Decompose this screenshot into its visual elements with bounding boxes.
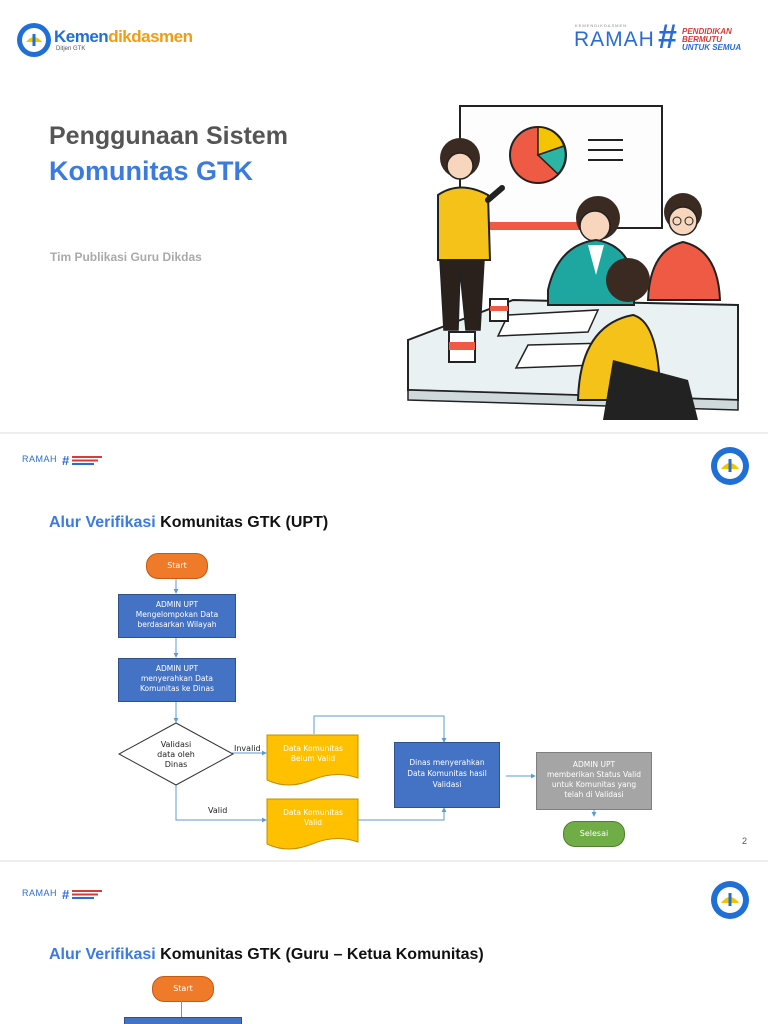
process-label: menyerahkan Data: [119, 674, 235, 684]
process-node-status-valid: ADMIN UPT memberikan Status Valid untuk …: [536, 752, 652, 810]
process-label: ADMIN UPT: [119, 600, 235, 610]
ramah-logo-small: RAMAH: [22, 454, 57, 464]
valid-edge-label: Valid: [208, 806, 227, 815]
process-label: Komunitas ke Dinas: [119, 684, 235, 694]
pendidikan-logo-small-icon: #: [62, 887, 104, 899]
ramah-logo-small: RAMAH: [22, 888, 57, 898]
svg-text:#: #: [62, 888, 70, 900]
meeting-illustration-icon: [398, 100, 748, 425]
process-label: Validasi: [395, 779, 499, 790]
hashtag-icon: #: [658, 20, 677, 54]
process-label: Mengelompokan Data: [119, 610, 235, 620]
invalid-edge-label: Invalid: [234, 744, 261, 753]
page-number: 2: [742, 836, 747, 846]
logo-wordmark: Kemendikdasmen: [54, 27, 193, 47]
author-label: Tim Publikasi Guru Dikdas: [50, 250, 202, 264]
flowchart-slide-upt: RAMAH # Alur Verifikasi Komunitas GTK (U…: [0, 434, 768, 860]
process-label: Data Komunitas hasil: [395, 768, 499, 779]
end-label: Selesai: [564, 822, 624, 846]
ramah-logo: RAMAH: [574, 28, 655, 52]
slide-title: Alur Verifikasi Komunitas GTK (UPT): [49, 514, 328, 532]
process-label: untuk Komunitas yang: [537, 780, 651, 790]
logo-subtitle: Ditjen GTK: [56, 46, 85, 52]
process-label: memberikan Status Valid: [537, 770, 651, 780]
process-node: [124, 1017, 242, 1024]
flowchart-slide-guru: RAMAH # Alur Verifikasi Komunitas GTK (G…: [0, 862, 768, 1024]
start-label: Start: [147, 554, 207, 578]
title-slide: Kemendikdasmen Ditjen GTK KEMENDIKDASMEN…: [0, 0, 768, 432]
process-label: berdasarkan Wilayah: [119, 620, 235, 630]
process-label: Dinas menyerahkan: [395, 757, 499, 768]
start-node: Start: [152, 976, 214, 1002]
kemendikdasmen-emblem-icon: [16, 22, 52, 58]
process-label: ADMIN UPT: [537, 760, 651, 770]
svg-text:#: #: [62, 454, 70, 466]
flow-connector: [181, 1001, 182, 1017]
tagline: PENDIDIKAN BERMUTU UNTUK SEMUA: [682, 28, 741, 52]
slide-title: Alur Verifikasi Komunitas GTK (Guru – Ke…: [49, 946, 484, 964]
start-label: Start: [153, 977, 213, 1001]
document-label: Data Komunitas Belum Valid: [268, 744, 358, 764]
pendidikan-logo-small-icon: #: [62, 453, 104, 465]
page-subtitle: Komunitas GTK: [49, 156, 253, 187]
process-label: ADMIN UPT: [119, 664, 235, 674]
page-title: Penggunaan Sistem: [49, 122, 288, 151]
tut-wuri-emblem-icon: [710, 446, 750, 486]
start-node: Start: [146, 553, 208, 579]
decision-label: Validasi data oleh Dinas: [148, 740, 204, 770]
process-node-grouping: ADMIN UPT Mengelompokan Data berdasarkan…: [118, 594, 236, 638]
process-node-submit-to-dinas: ADMIN UPT menyerahkan Data Komunitas ke …: [118, 658, 236, 702]
process-node-dinas: Dinas menyerahkan Data Komunitas hasil V…: [394, 742, 500, 808]
tut-wuri-emblem-icon: [710, 880, 750, 920]
process-label: telah di Validasi: [537, 790, 651, 800]
end-node: Selesai: [563, 821, 625, 847]
document-label: Data Komunitas Valid: [268, 808, 358, 828]
